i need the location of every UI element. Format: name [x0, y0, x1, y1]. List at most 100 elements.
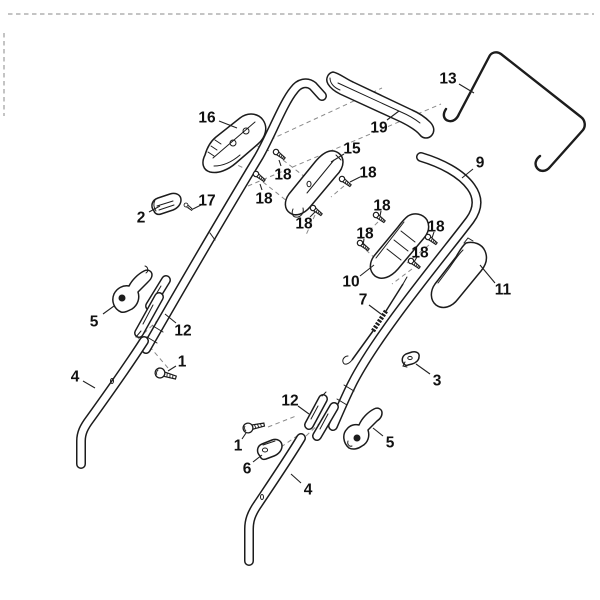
leader-line [297, 405, 310, 415]
part-number-label: 15 [343, 141, 361, 158]
upper-handle-tube-left [141, 78, 327, 354]
part-16-housing [202, 113, 267, 174]
leader-line [102, 305, 115, 315]
part-13-cable-guide [442, 51, 586, 173]
part-7-rod-spring [342, 276, 408, 365]
callout-17: 17 [192, 193, 216, 210]
callout-5: 5 [90, 305, 115, 331]
callout-4: 4 [290, 473, 313, 499]
callout-1: 1 [167, 354, 187, 372]
callout-11: 11 [479, 264, 512, 299]
callout-15: 15 [330, 141, 361, 163]
part-1-carriage-bolt-bottom [241, 419, 266, 435]
part-number-label: 18 [373, 198, 391, 215]
part-number-label: 18 [274, 167, 292, 184]
leader-line [359, 264, 375, 277]
callout-18: 18 [349, 165, 377, 183]
leader-line [309, 211, 316, 218]
leader-line [415, 363, 431, 375]
part-number-label: 19 [370, 120, 388, 137]
leader-line [479, 264, 496, 284]
callout-12: 12 [281, 393, 310, 415]
leader-line [252, 454, 263, 463]
leader-line [362, 238, 365, 246]
part-10-housing [369, 213, 430, 279]
callout-18: 18 [255, 183, 273, 208]
leader-line [278, 159, 282, 167]
part-2-clamp-block [151, 192, 182, 216]
leader-line [259, 183, 263, 191]
callout-7: 7 [359, 292, 382, 315]
callout-18: 18 [373, 198, 391, 217]
part-4-lower-tube-left [76, 336, 149, 469]
callout-18: 18 [411, 245, 429, 263]
part-6-clamp-nut [256, 438, 283, 461]
leader-line [461, 168, 474, 179]
callout-3: 3 [415, 363, 442, 390]
part-number-label: 5 [90, 314, 99, 331]
callout-10: 10 [342, 264, 375, 291]
part-15-cover [284, 150, 344, 218]
page-border-dashes [3, 13, 594, 116]
callout-4: 4 [71, 369, 96, 389]
part-number-label: 2 [137, 210, 146, 227]
part-number-label: 7 [359, 292, 368, 309]
leader-line [368, 304, 382, 315]
screw-18-icon [271, 147, 287, 162]
part-number-label: 18 [427, 219, 445, 236]
part-number-label: 18 [295, 216, 313, 233]
part-5-cam-lever-right [343, 407, 383, 450]
part-number-label: 6 [243, 461, 252, 478]
leader-line [241, 432, 247, 440]
part-4-lower-tube-right [244, 433, 306, 566]
leader-line [386, 110, 400, 121]
callout-13: 13 [439, 71, 475, 94]
part-number-label: 16 [198, 110, 216, 127]
part-12-clamp-left [134, 275, 171, 338]
callout-12: 12 [164, 313, 192, 340]
part-11-housing-cover [430, 237, 488, 309]
leader-line [290, 473, 302, 484]
part-number-label: 18 [255, 191, 273, 208]
callout-18: 18 [356, 226, 374, 246]
part-5-cam-lever-left [112, 265, 153, 313]
leader-line [349, 176, 361, 183]
part-number-label: 18 [356, 226, 374, 243]
part-number-label: 9 [476, 155, 485, 172]
callout-2: 2 [137, 205, 161, 227]
part-number-label: 1 [178, 354, 187, 371]
leader-line [330, 153, 345, 163]
leader-line [458, 83, 475, 94]
callout-18: 18 [274, 159, 292, 184]
leader-line [218, 120, 238, 129]
callout-5: 5 [372, 427, 395, 452]
part-12-clamp-right [304, 391, 339, 441]
callout-19: 19 [370, 110, 400, 137]
leader-line [192, 204, 202, 210]
part-9-upper-handle-tube-right [328, 152, 482, 431]
callout-6: 6 [243, 454, 263, 478]
part-number-label: 12 [174, 323, 191, 340]
callout-9: 9 [461, 155, 485, 179]
part-17-screw [182, 201, 194, 212]
callout-16: 16 [198, 110, 238, 129]
part-number-label: 1 [234, 438, 243, 455]
part-number-label: 17 [198, 193, 215, 210]
leader-line [167, 365, 177, 372]
part-number-label: 4 [304, 482, 313, 499]
part-number-label: 12 [281, 393, 298, 410]
part-number-label: 13 [439, 71, 457, 88]
part-19-handle-grip [326, 71, 435, 139]
leader-line [164, 313, 177, 324]
part-number-label: 18 [411, 245, 429, 262]
leader-line [379, 210, 382, 217]
part-number-label: 5 [386, 435, 395, 452]
callout-1: 1 [234, 432, 247, 455]
leader-line [413, 256, 418, 263]
leader-line [372, 427, 384, 437]
part-number-label: 3 [433, 373, 442, 390]
leader-line [431, 231, 435, 239]
